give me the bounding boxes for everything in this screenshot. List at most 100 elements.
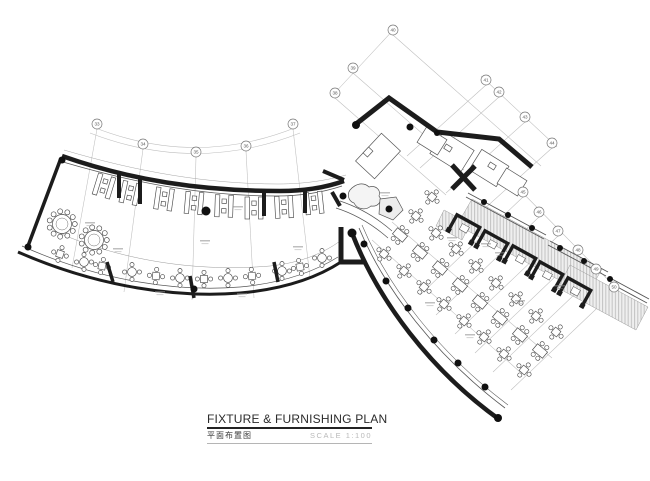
column-dot [24,243,32,251]
chair [489,285,495,291]
table-top [471,294,489,310]
booth-seating [118,179,142,207]
rect-dining-table [450,275,470,295]
grid-bubble-circle [590,263,602,275]
chair [296,258,302,263]
grid-bubble: 45 [517,186,529,198]
booth-table [310,195,317,202]
dining-table-4 [416,279,432,295]
label-text-mark [155,291,165,293]
chair [490,319,496,324]
chair [557,324,563,330]
grid-bubble-circle [546,137,558,149]
table-top [518,364,530,376]
bold-wall [450,164,477,191]
round-dining-table [218,268,238,288]
column-dot [406,123,414,131]
chair [89,249,96,256]
label-text-mark [447,237,457,239]
label-text-mark [496,255,504,257]
booth-seating [91,172,117,200]
chair [530,352,536,357]
grid-bubble-circle [493,86,505,98]
chair [459,275,465,281]
dining-table-4 [496,346,512,362]
label-text-mark [516,303,524,305]
chair [57,233,64,240]
hatched-room-band [557,264,649,331]
booth-table [221,208,227,214]
grid-bubble-number: 33 [94,122,100,127]
rect-dining-table [470,292,490,312]
chair [438,234,444,240]
column-dot [58,156,66,164]
chair [396,264,402,270]
label-text-mark [201,243,209,245]
chair [458,250,464,256]
room-table [541,270,553,281]
column-dot [190,285,198,293]
structural-walls [17,94,534,422]
booth-table [251,210,257,216]
grid-line [392,34,542,167]
label-text-mark [234,209,242,211]
grid-line [191,156,197,301]
chair [390,236,396,241]
chair [55,257,61,263]
table-top [398,265,410,277]
chair [232,275,238,281]
chair [424,190,430,196]
wall-column [528,273,535,281]
chair [519,325,525,331]
grid-bubble-circle [190,146,202,158]
corridor-wall [335,207,389,239]
chair [526,371,532,377]
chair [469,268,475,274]
booth-table [161,191,168,198]
booth-bench [244,196,250,220]
chair [96,248,103,255]
table-top [418,281,430,293]
right-inner-arc [358,227,506,409]
column-dot [529,225,535,231]
table-top [247,271,257,281]
chair [430,269,436,274]
table-inner [87,233,101,247]
chair [279,275,285,281]
chair [64,209,71,216]
chair [64,232,71,239]
chair [425,199,431,205]
chair [74,259,80,265]
booth-seating [244,196,264,220]
grid-bubble-number: 35 [193,150,199,155]
room-table [458,223,470,234]
chair [506,355,512,361]
booth-table [126,194,132,201]
label-text-mark [200,240,210,242]
chair [426,288,432,294]
grid-bubble-circle [480,74,492,86]
chair [419,242,425,248]
label-text-mark [237,293,247,295]
chair [69,214,76,220]
label-text-mark [495,252,505,254]
booth-bench [316,190,325,214]
rect-dining-table [430,258,450,278]
chair [103,237,110,243]
label-text-mark [381,195,389,197]
table-top [530,310,542,322]
chair [177,282,183,288]
chair [376,247,382,253]
scale-label: SCALE 1:100 [310,431,372,440]
wall-column [473,242,480,250]
booth-table [281,199,287,205]
table-top [491,310,509,326]
booth-table [251,200,257,206]
room-table [569,286,581,297]
grid-bubble-number: 46 [536,210,542,215]
grid-bubble: 46 [533,206,545,218]
chair [433,189,439,195]
dining-table-4 [408,208,424,224]
column-dot [360,240,368,248]
chair [89,224,96,231]
